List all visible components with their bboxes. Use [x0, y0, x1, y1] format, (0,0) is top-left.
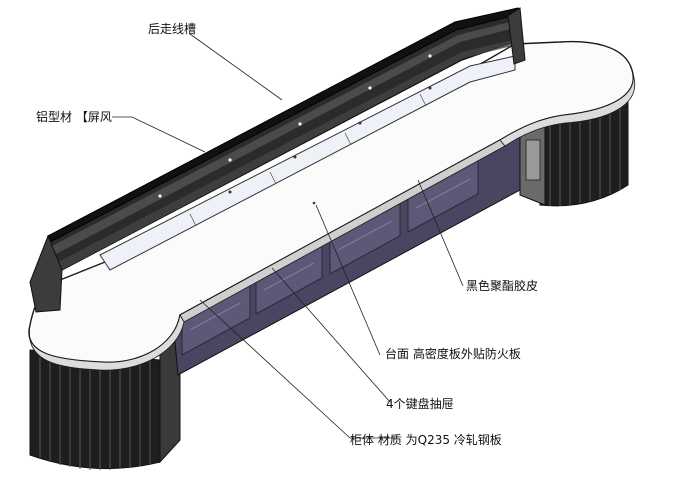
- desktop-surface: [28, 40, 636, 371]
- label-rear-cable-tray: 后走线槽: [148, 22, 196, 36]
- leader-lines: [112, 33, 464, 439]
- left-end-cabinet: [29, 334, 181, 470]
- label-keyboard-drawers: 4个键盘抽屉: [386, 396, 454, 411]
- rear-screen: [29, 7, 526, 313]
- right-end-cabinet: [519, 99, 629, 207]
- label-black-pu-leather: 黑色聚酯胶皮: [466, 278, 538, 293]
- label-desktop-material: 台面 高密度板外贴防火板: [385, 346, 521, 361]
- label-cabinet-material: 柜体 材质 为Q235 冷轧钢板: [350, 433, 502, 447]
- label-aluminum-screen: 铝型材 【屏风: [36, 109, 112, 124]
